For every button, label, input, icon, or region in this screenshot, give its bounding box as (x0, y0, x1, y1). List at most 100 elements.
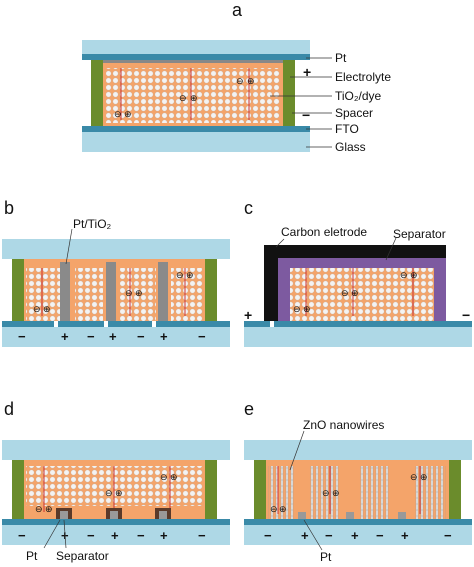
sign: − (18, 528, 26, 543)
panel-b: b ⊖ ⊕ ⊖ ⊕ ⊖ ⊕ Pt/TiO₂ − + − + − + − (2, 198, 230, 347)
panel-letter-e: e (244, 399, 254, 419)
positive-terminal: + (303, 64, 311, 80)
pt-tio2-pillar (158, 262, 168, 321)
sign: − (87, 329, 95, 344)
hole-symbol: ⊕ (303, 304, 311, 314)
top-glass (2, 239, 230, 259)
panel-letter-a: a (232, 0, 243, 20)
electron-symbol: ⊖ (293, 304, 301, 314)
electron-symbol: ⊖ (322, 488, 330, 498)
hole-symbol: ⊕ (279, 504, 287, 514)
bottom-fto (244, 321, 472, 327)
pt-tio2-pillar (60, 262, 70, 321)
electron-symbol: ⊖ (179, 93, 187, 103)
hole-symbol: ⊕ (135, 288, 143, 298)
label-tio2-dye: TiO₂/dye (335, 89, 382, 103)
pt-electrode (110, 511, 118, 519)
top-glass (2, 440, 230, 460)
panel-c: c ⊖ ⊕ ⊖ ⊕ ⊖ ⊕ Carbon eletrode Separator … (244, 198, 472, 347)
sign: + (111, 528, 119, 543)
spacer-left (254, 460, 266, 519)
leader-pt-tio2 (65, 228, 73, 265)
leader-zno (289, 430, 305, 471)
hole-symbol: ⊕ (124, 109, 132, 119)
pt-pad (398, 512, 406, 519)
negative-terminal: − (302, 107, 310, 123)
sign: + (401, 528, 409, 543)
label-pt: Pt (335, 51, 347, 65)
spacer-right (205, 259, 217, 321)
bottom-glass (2, 525, 230, 545)
bottom-glass (2, 327, 230, 347)
panel-letter-d: d (4, 399, 14, 419)
positive-terminal: + (244, 307, 252, 323)
zno-nanowire-array (268, 466, 294, 519)
sign: − (198, 528, 206, 543)
sign: − (444, 528, 452, 543)
tio2-dye-layer (106, 68, 280, 123)
sign: + (160, 528, 168, 543)
electron-symbol: ⊖ (125, 288, 133, 298)
label-fto: FTO (335, 122, 359, 136)
hole-symbol: ⊕ (115, 488, 123, 498)
electron-symbol: ⊖ (341, 288, 349, 298)
tio2-segment (171, 268, 203, 321)
label-carbon-electrode: Carbon eletrode (281, 225, 367, 239)
hole-symbol: ⊕ (247, 76, 255, 86)
sign: + (61, 329, 69, 344)
pt-tio2-pillar (106, 262, 116, 321)
electron-symbol: ⊖ (105, 488, 113, 498)
top-fto (82, 54, 310, 60)
tio2-segment (75, 268, 103, 321)
electron-symbol: ⊖ (176, 270, 184, 280)
label-glass: Glass (335, 140, 366, 154)
hole-symbol: ⊕ (190, 93, 198, 103)
panel-a: a ⊖ ⊕ ⊖ ⊕ ⊖ ⊕ + − Pt Electrolyte TiO₂/dy… (82, 0, 391, 154)
top-glass (244, 440, 472, 460)
negative-terminal: − (462, 307, 470, 323)
label-separator: Separator (393, 227, 446, 241)
sign: − (325, 528, 333, 543)
label-pt-tio2: Pt/TiO₂ (73, 217, 112, 231)
top-glass (82, 40, 310, 54)
fto-gap (104, 321, 108, 327)
leader-pt (303, 519, 323, 551)
label-separator: Separator (56, 549, 109, 563)
pt-pad (346, 512, 354, 519)
electron-symbol: ⊖ (270, 504, 278, 514)
label-zno-nanowires: ZnO nanowires (303, 418, 384, 432)
electron-symbol: ⊖ (236, 76, 244, 86)
pt-pad (298, 512, 306, 519)
label-electrolyte: Electrolyte (335, 70, 391, 84)
bottom-fto (2, 519, 230, 525)
tio2-dye-layer (290, 268, 434, 321)
fto-gap (270, 321, 274, 327)
hole-symbol: ⊕ (43, 304, 51, 314)
bottom-fto (244, 519, 472, 525)
electron-symbol: ⊖ (400, 270, 408, 280)
bottom-fto (82, 126, 310, 132)
leader-separator (385, 237, 397, 261)
bottom-glass (244, 327, 472, 347)
spacer-left (91, 60, 103, 126)
zno-nanowire-array (310, 466, 340, 519)
sign: − (376, 528, 384, 543)
tio2-segment (120, 268, 156, 321)
panel-e: e ⊖ ⊕ ⊖ ⊕ ⊖ ⊕ ZnO nanowires − + − + − + … (244, 399, 472, 564)
spacer-right (205, 460, 217, 519)
panel-letter-c: c (244, 198, 253, 218)
bottom-glass (244, 525, 472, 545)
spacer-right (283, 60, 295, 126)
sign: + (109, 329, 117, 344)
leader-pt (43, 519, 61, 549)
hole-symbol: ⊕ (170, 472, 178, 482)
label-pt: Pt (26, 549, 38, 563)
electron-symbol: ⊖ (33, 304, 41, 314)
bottom-glass (82, 132, 310, 152)
hole-symbol: ⊕ (351, 288, 359, 298)
spacer-left (12, 259, 24, 321)
leader-separator (63, 519, 67, 549)
sign: − (264, 528, 272, 543)
sign: + (160, 329, 168, 344)
electron-symbol: ⊖ (160, 472, 168, 482)
